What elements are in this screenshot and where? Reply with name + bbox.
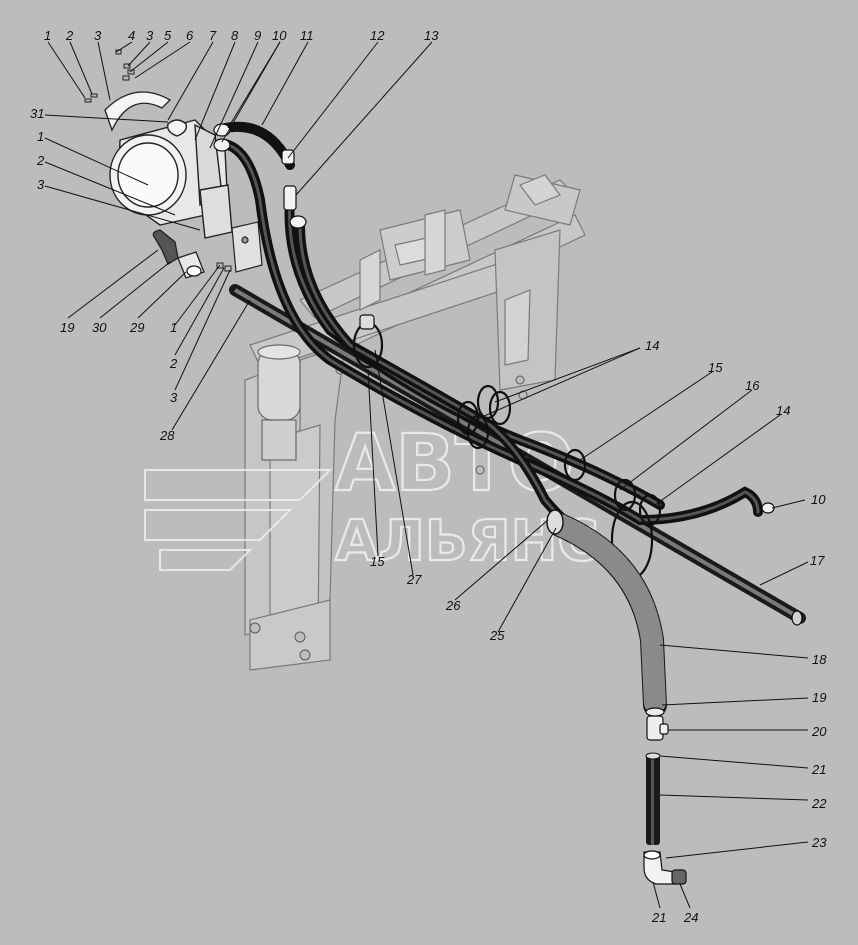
callout-6: 6	[186, 28, 194, 43]
vehicle-frame	[244, 174, 586, 671]
callout-3: 3	[146, 28, 154, 43]
callout-27: 27	[406, 572, 422, 587]
outlet-elbow	[643, 850, 687, 885]
callout-30: 30	[92, 320, 107, 335]
watermark-logo	[144, 469, 333, 571]
callout-14: 14	[645, 338, 659, 353]
callout-3: 3	[37, 177, 45, 192]
callout-3: 3	[94, 28, 102, 43]
callout-24: 24	[683, 910, 698, 925]
callout-28: 28	[159, 428, 175, 443]
callout-7: 7	[209, 28, 217, 43]
callout-9: 9	[254, 28, 261, 43]
callout-19: 19	[812, 690, 826, 705]
callout-21: 21	[811, 762, 826, 777]
callout-29: 29	[129, 320, 144, 335]
clip-27	[359, 314, 375, 330]
leader-lines	[44, 41, 809, 909]
callout-25: 25	[489, 628, 505, 643]
callout-16: 16	[745, 378, 760, 393]
callout-10: 10	[272, 28, 287, 43]
callout-22: 22	[811, 796, 827, 811]
hose-clamps	[352, 321, 662, 580]
heater-unit	[109, 119, 233, 239]
callout-12: 12	[370, 28, 385, 43]
callout-17: 17	[810, 553, 825, 568]
callout-21: 21	[651, 910, 666, 925]
callout-1: 1	[37, 129, 44, 144]
callout-3: 3	[170, 390, 178, 405]
callout-20: 20	[811, 724, 827, 739]
main-hoses	[220, 121, 763, 550]
callout-2: 2	[169, 356, 178, 371]
lower-hose	[645, 752, 661, 845]
callout-31: 31	[30, 106, 44, 121]
callout-5: 5	[164, 28, 172, 43]
callout-13: 13	[424, 28, 439, 43]
callout-4: 4	[128, 28, 135, 43]
heater-bracket-shield	[104, 91, 172, 132]
callout-8: 8	[231, 28, 239, 43]
callout-23: 23	[811, 835, 827, 850]
callout-2: 2	[36, 153, 45, 168]
inlet-elbow	[152, 229, 205, 279]
callout-15: 15	[370, 554, 385, 569]
tee-fitting	[645, 707, 669, 741]
callout-19: 19	[60, 320, 74, 335]
callout-14: 14	[776, 403, 790, 418]
callout-2: 2	[65, 28, 74, 43]
callout-18: 18	[812, 652, 827, 667]
shock-absorber	[257, 344, 301, 461]
callout-15: 15	[708, 360, 723, 375]
corrugated-sleeve	[546, 509, 667, 717]
mounting-plate	[231, 221, 263, 273]
callout-1: 1	[44, 28, 51, 43]
callout-1: 1	[170, 320, 177, 335]
callout-10: 10	[811, 492, 826, 507]
hose-end-fittings	[213, 123, 775, 514]
callout-11: 11	[300, 28, 314, 43]
callout-labels: 1 2 3 4 3 5 6 7 8 9 10 11 12 13 31 1 2 3…	[30, 28, 827, 925]
callout-26: 26	[445, 598, 461, 613]
